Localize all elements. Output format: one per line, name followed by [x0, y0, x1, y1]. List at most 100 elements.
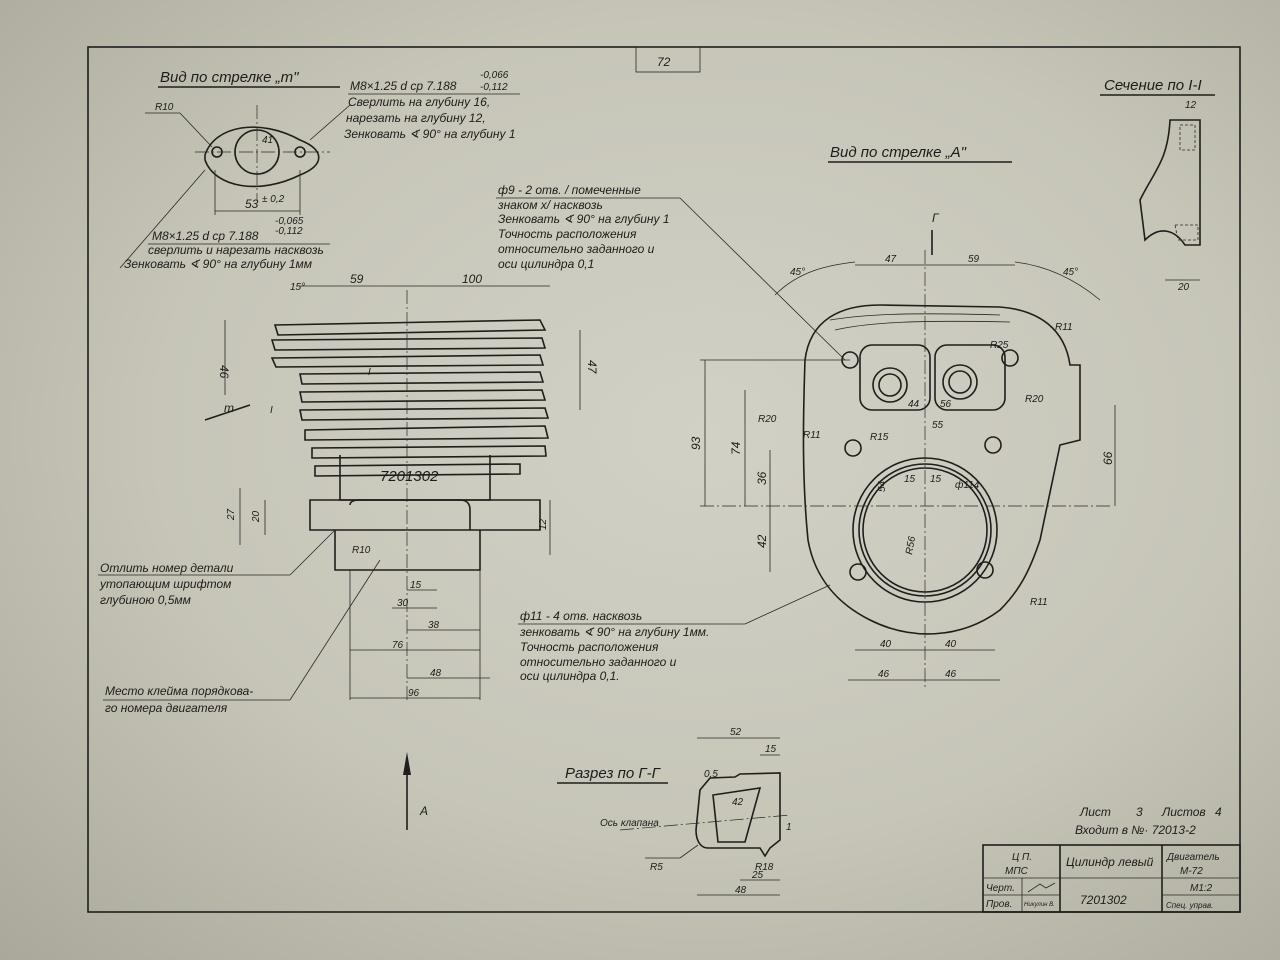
cylinder-head-outline	[802, 304, 1081, 635]
cylinder-base-flange	[309, 499, 541, 531]
svg-text:сверлить и нарезать насквозь: сверлить и нарезать насквозь	[148, 243, 324, 257]
svg-text:44: 44	[908, 399, 920, 410]
svg-text:Ось клапана: Ось клапана	[600, 818, 659, 829]
section-i-i-title: Сечение по I-I	[1104, 77, 1202, 94]
svg-text:1: 1	[786, 822, 792, 833]
svg-text:96: 96	[408, 688, 420, 699]
view-m-title: Вид по стрелке „т"	[160, 69, 299, 86]
svg-text:74: 74	[729, 441, 743, 455]
svg-text:Точность расположения: Точность расположения	[520, 640, 659, 654]
svg-text:нарезать на глубину 12,: нарезать на глубину 12,	[346, 111, 486, 125]
view-arrow-a: А	[403, 752, 428, 830]
svg-text:59: 59	[350, 272, 364, 286]
section-g-g: Разрез по Г-Г Ось клапана 52 15 0,5 42 1…	[557, 727, 792, 896]
svg-text:12: 12	[1185, 100, 1197, 111]
svg-text:МПС: МПС	[1005, 866, 1029, 877]
svg-text:R5: R5	[650, 862, 663, 873]
svg-text:Г: Г	[932, 211, 940, 225]
cylinder-side-view: 7201302 15° 59 100 46 47 27 20 12 R10 т …	[98, 272, 599, 715]
svg-text:46: 46	[217, 365, 231, 379]
svg-text:53: 53	[245, 197, 259, 211]
svg-text:Точность расположения: Точность расположения	[498, 227, 637, 241]
svg-text:0,5: 0,5	[704, 769, 718, 780]
title-part-number: 7201302	[1080, 893, 1127, 907]
svg-text:-0,066: -0,066	[480, 70, 509, 81]
svg-text:ф9 - 2 отв. / помеченные: ф9 - 2 отв. / помеченные	[498, 183, 641, 197]
svg-text:45°: 45°	[1063, 267, 1078, 278]
svg-text:R10: R10	[352, 545, 371, 556]
svg-text:46: 46	[945, 669, 957, 680]
svg-text:M8×1.25 d ср 7.188: M8×1.25 d ср 7.188	[152, 229, 259, 243]
svg-text:15: 15	[765, 744, 777, 755]
part-number-cast: 7201302	[380, 468, 439, 485]
title-block: Ц П. МПС Цилиндр левый Двигатель М-72 Че…	[982, 844, 1241, 913]
view-a: Вид по стрелке „А" ф9 - 2 отв. / помечен…	[496, 144, 1116, 690]
svg-text:3: 3	[1136, 805, 1143, 819]
svg-text:Двигатель: Двигатель	[1166, 852, 1220, 863]
svg-text:Ц П.: Ц П.	[1012, 852, 1032, 863]
svg-text:-0,112: -0,112	[480, 82, 508, 93]
svg-text:15°: 15°	[290, 282, 305, 293]
svg-text:20: 20	[251, 510, 262, 523]
svg-text:15: 15	[410, 580, 422, 591]
svg-text:42: 42	[755, 534, 769, 548]
svg-text:66: 66	[1101, 451, 1115, 465]
svg-text:относительно заданного и: относительно заданного и	[520, 655, 677, 669]
svg-text:55: 55	[932, 420, 944, 431]
svg-text:R18: R18	[755, 862, 774, 873]
svg-text:т: т	[224, 401, 234, 415]
svg-text:12: 12	[538, 518, 549, 530]
cooling-fins	[270, 319, 550, 477]
signature	[1027, 882, 1056, 893]
svg-text:Спец. управ.: Спец. управ.	[1166, 901, 1213, 910]
svg-text:R56: R56	[904, 535, 918, 555]
svg-text:R10: R10	[155, 102, 174, 113]
view-m: Вид по стрелке „т" R10 41 53 ± 0,2 M8×1.…	[119, 69, 520, 271]
section-g-g-title: Разрез по Г-Г	[565, 765, 662, 782]
svg-text:Черт.: Черт.	[986, 883, 1015, 894]
svg-text:25: 25	[751, 870, 764, 881]
cast-number-note: Отлить номер детали	[100, 561, 234, 575]
sheet-info: Лист 3 Листов 4 Входит в №· 72013-2	[1075, 805, 1222, 837]
cylinder-spigot	[334, 530, 481, 571]
svg-text:-0,112: -0,112	[275, 226, 303, 237]
svg-text:± 0,2: ± 0,2	[262, 194, 285, 205]
svg-text:относительно заданного и: относительно заданного и	[498, 242, 655, 256]
svg-text:R11: R11	[1055, 322, 1073, 333]
svg-text:30: 30	[397, 598, 409, 609]
svg-text:59: 59	[968, 254, 980, 265]
svg-text:4: 4	[1215, 805, 1222, 819]
section-i-i: Сечение по I-I 12 20	[1100, 77, 1215, 293]
svg-text:36: 36	[755, 471, 769, 485]
svg-text:42: 42	[732, 797, 744, 808]
svg-text:48: 48	[430, 668, 442, 679]
svg-text:Лист: Лист	[1079, 805, 1111, 819]
svg-text:Листов: Листов	[1161, 805, 1206, 819]
svg-text:оси цилиндра 0,1: оси цилиндра 0,1	[498, 257, 594, 271]
view-a-title: Вид по стрелке „А"	[830, 144, 967, 161]
svg-text:38: 38	[428, 620, 440, 631]
svg-text:го номера двигателя: го номера двигателя	[105, 701, 228, 715]
svg-text:R15: R15	[870, 432, 889, 443]
svg-text:Пров.: Пров.	[986, 899, 1012, 910]
note-holes-9: ф9 - 2 отв. / помеченные знаком х/ наскв…	[496, 183, 846, 361]
page-number: 72	[657, 55, 671, 69]
svg-text:I: I	[270, 405, 273, 416]
svg-text:47: 47	[585, 360, 599, 375]
svg-text:56: 56	[940, 399, 952, 410]
svg-text:47: 47	[885, 254, 897, 265]
svg-text:76: 76	[392, 640, 404, 651]
svg-text:40: 40	[880, 639, 892, 650]
svg-text:52: 52	[730, 727, 742, 738]
svg-text:зенковать ∢ 90° на глубину 1мм: зенковать ∢ 90° на глубину 1мм.	[519, 625, 709, 639]
svg-text:M8×1.25 d ср 7.188: M8×1.25 d ср 7.188	[350, 79, 457, 93]
svg-text:Зенковать ∢ 90° на глубину 1: Зенковать ∢ 90° на глубину 1	[344, 127, 516, 141]
svg-text:Зенковать ∢ 90° на глубину 1мм: Зенковать ∢ 90° на глубину 1мм	[124, 257, 312, 271]
svg-text:глубиною 0,5мм: глубиною 0,5мм	[100, 593, 191, 607]
svg-text:27: 27	[226, 508, 237, 521]
svg-text:46: 46	[878, 669, 890, 680]
stamp-location-note: Место клейма порядкова-	[105, 684, 253, 698]
svg-text:93: 93	[689, 436, 703, 450]
note-holes-11: ф11 - 4 отв. насквозь зенковать ∢ 90° на…	[518, 584, 831, 683]
